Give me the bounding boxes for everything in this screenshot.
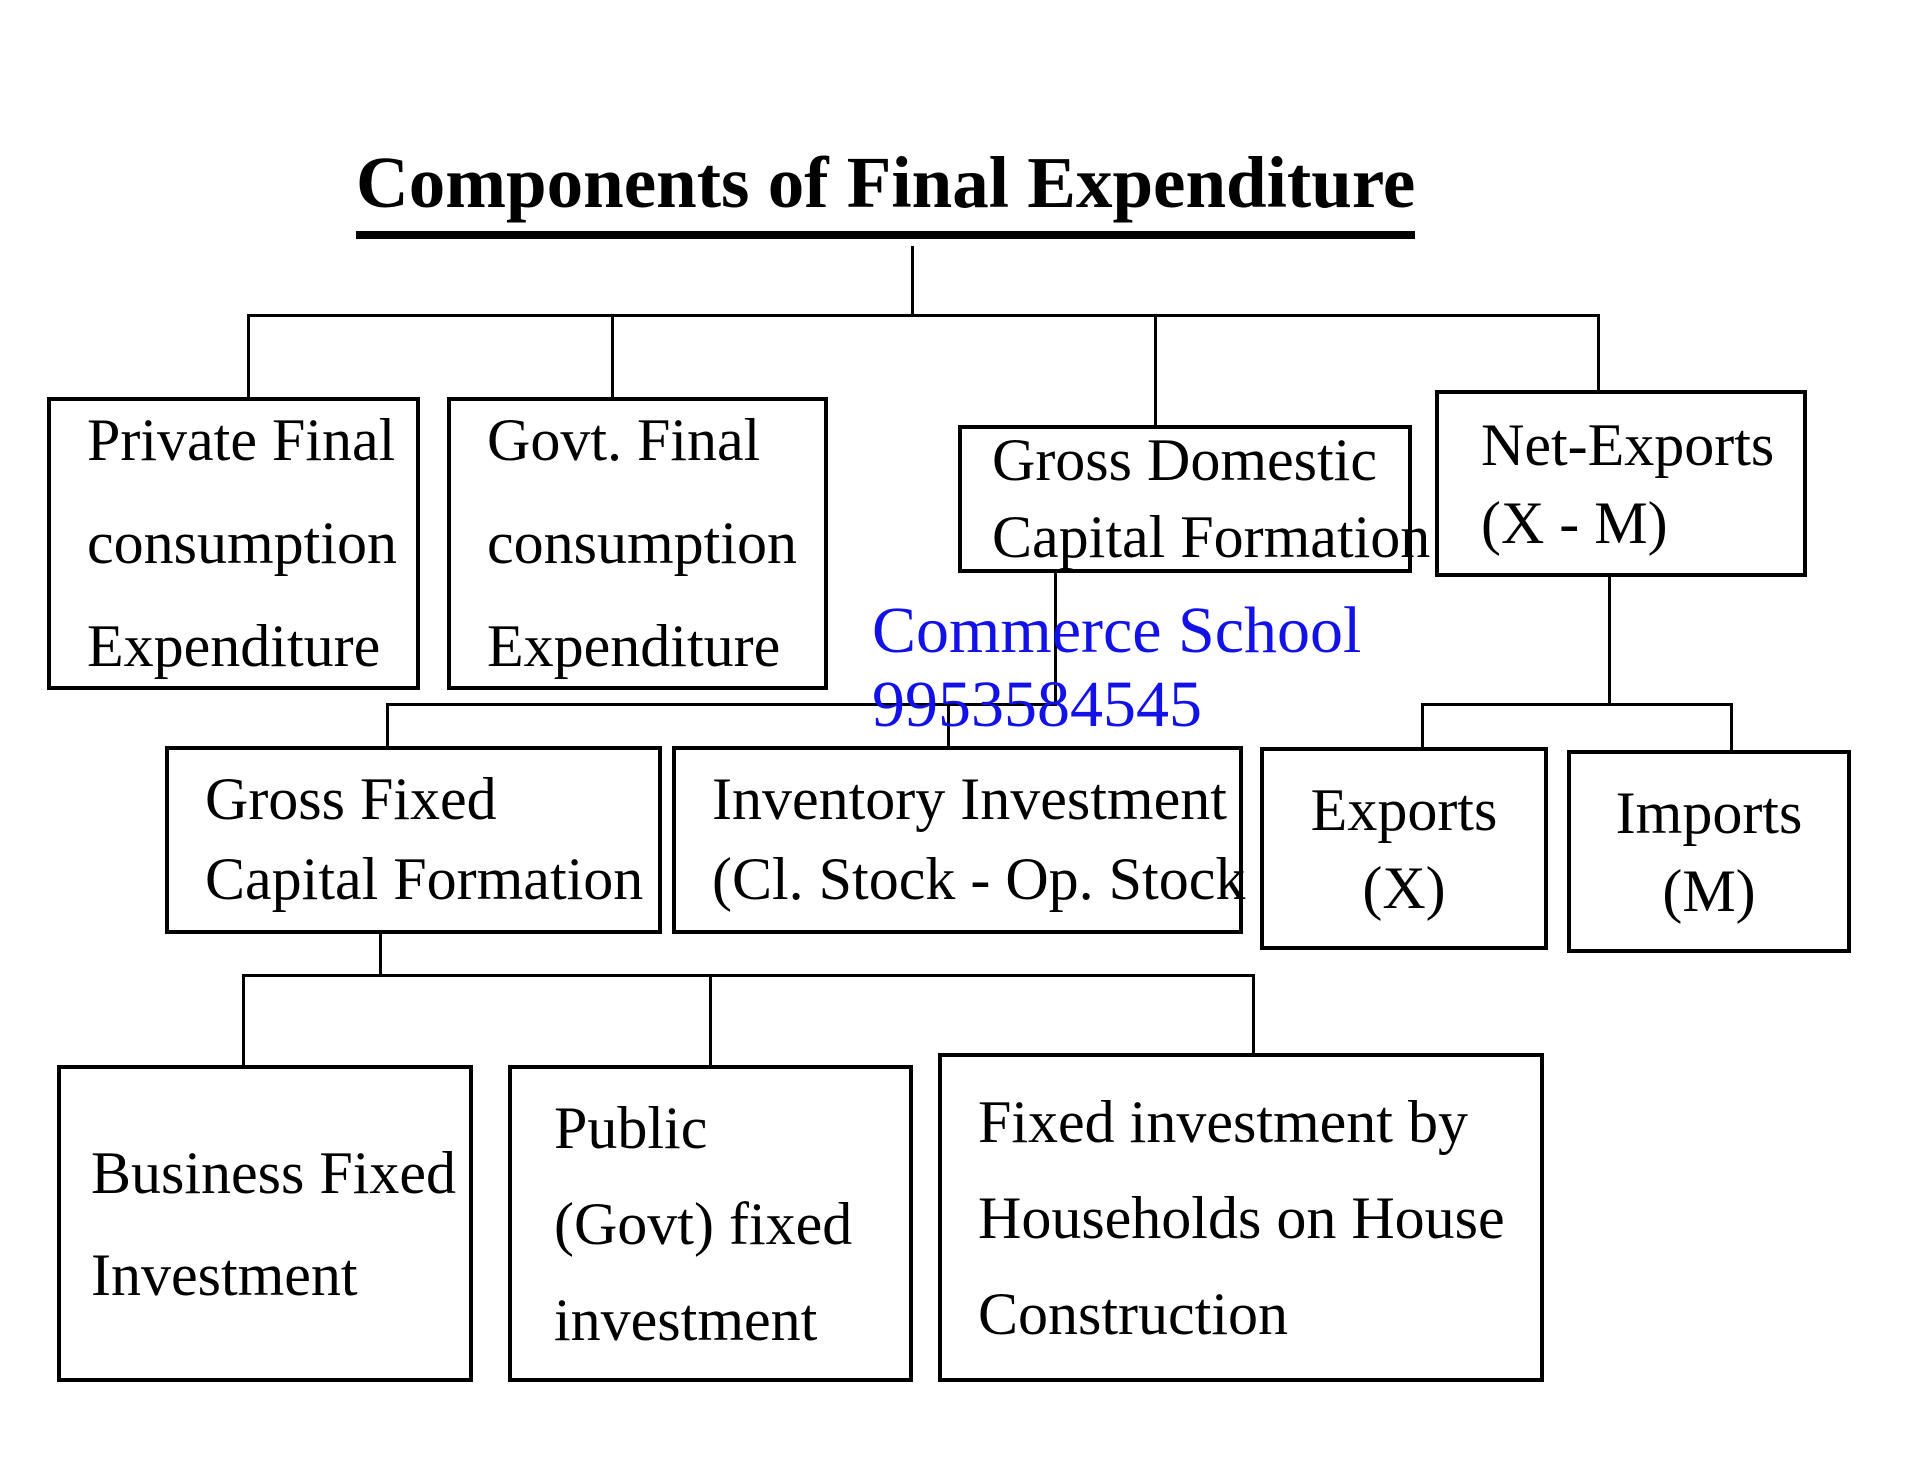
- box-text-line: Govt. Final: [487, 406, 761, 473]
- connector-level1-horizontal: [247, 314, 1600, 317]
- connector-exports-imports-horizontal: [1421, 703, 1733, 706]
- connector-stub-inventory: [947, 703, 950, 747]
- connector-stub-exports: [1421, 703, 1424, 748]
- watermark-phone-number: 9953584545: [872, 667, 1202, 741]
- box-text-line: Inventory Investment: [712, 766, 1227, 833]
- box-text-line: Investment: [91, 1241, 358, 1308]
- box-gross-domestic-capital-formation: Gross Domestic Capital Formation: [958, 425, 1431, 573]
- connector-gross-domestic-vertical: [1054, 573, 1057, 706]
- box-business-fixed-investment: Business Fixed Investment: [57, 1065, 473, 1382]
- box-text-line: (Cl. Stock - Op. Stock: [712, 846, 1246, 912]
- box-text-line: Gross Fixed: [205, 766, 497, 833]
- box-text-line: investment: [554, 1286, 818, 1353]
- box-text-line: Net-Exports: [1481, 411, 1775, 478]
- box-private-final-consumption-expenditure: Private Final consumption Expenditure: [47, 397, 420, 690]
- box-text-line: Expenditure: [487, 613, 781, 680]
- box-text-line: Private Final: [87, 406, 396, 473]
- connector-stub-net-exports: [1597, 314, 1600, 391]
- box-text-line: Expenditure: [87, 613, 381, 680]
- box-text-line: (Govt) fixed: [554, 1190, 853, 1257]
- box-text-line: Fixed investment by: [978, 1088, 1468, 1155]
- connector-stub-gross-fixed: [386, 703, 389, 747]
- box-text-line: Public: [554, 1094, 708, 1161]
- box-text-line: Households on House: [978, 1184, 1505, 1251]
- box-public-govt-fixed-investment: Public (Govt) fixed investment: [508, 1065, 913, 1382]
- box-text-line: Capital Formation: [992, 504, 1431, 570]
- watermark: Commerce School 9953584545: [872, 594, 1361, 742]
- box-text-line: consumption: [87, 509, 397, 576]
- watermark-school-name: Commerce School: [872, 594, 1362, 667]
- connector-stub-gross-domestic: [1154, 314, 1157, 426]
- connector-net-exports-vertical: [1608, 577, 1611, 706]
- connector-stub-imports: [1730, 703, 1733, 751]
- connector-capital-formation-horizontal: [386, 703, 1057, 706]
- connector-stub-household-fixed: [1252, 974, 1255, 1054]
- box-text-line: (M): [1662, 857, 1756, 924]
- connector-stub-business-fixed: [242, 974, 245, 1066]
- box-imports: Imports (M): [1567, 750, 1851, 953]
- connector-stub-private-final: [247, 314, 250, 398]
- diagram-title: Components of Final Expenditure: [356, 146, 1416, 239]
- box-text-line: Exports: [1310, 776, 1498, 843]
- box-text-line: (X - M): [1481, 489, 1668, 556]
- box-gross-fixed-capital-formation: Gross Fixed Capital Formation: [165, 746, 662, 934]
- box-text-line: Construction: [978, 1280, 1288, 1347]
- box-govt-final-consumption-expenditure: Govt. Final consumption Expenditure: [447, 397, 828, 690]
- box-text-line: Gross Domestic: [992, 427, 1377, 494]
- connector-level3-horizontal: [242, 974, 1255, 977]
- box-inventory-investment: Inventory Investment (Cl. Stock - Op. St…: [672, 746, 1246, 934]
- box-text-line: Business Fixed: [91, 1139, 457, 1206]
- box-fixed-investment-households: Fixed investment by Households on House …: [938, 1053, 1544, 1382]
- connector-stub-govt-final: [611, 314, 614, 398]
- box-text-line: Capital Formation: [205, 846, 644, 912]
- box-text-line: (X): [1362, 854, 1446, 921]
- box-text-line: Imports: [1615, 779, 1803, 846]
- connector-gross-fixed-vertical: [379, 934, 382, 976]
- box-text-line: consumption: [487, 509, 797, 576]
- box-net-exports: Net-Exports (X - M): [1435, 390, 1807, 577]
- connector-stub-public-fixed: [709, 974, 712, 1066]
- connector-title-vertical: [911, 246, 914, 315]
- box-exports: Exports (X): [1260, 747, 1548, 950]
